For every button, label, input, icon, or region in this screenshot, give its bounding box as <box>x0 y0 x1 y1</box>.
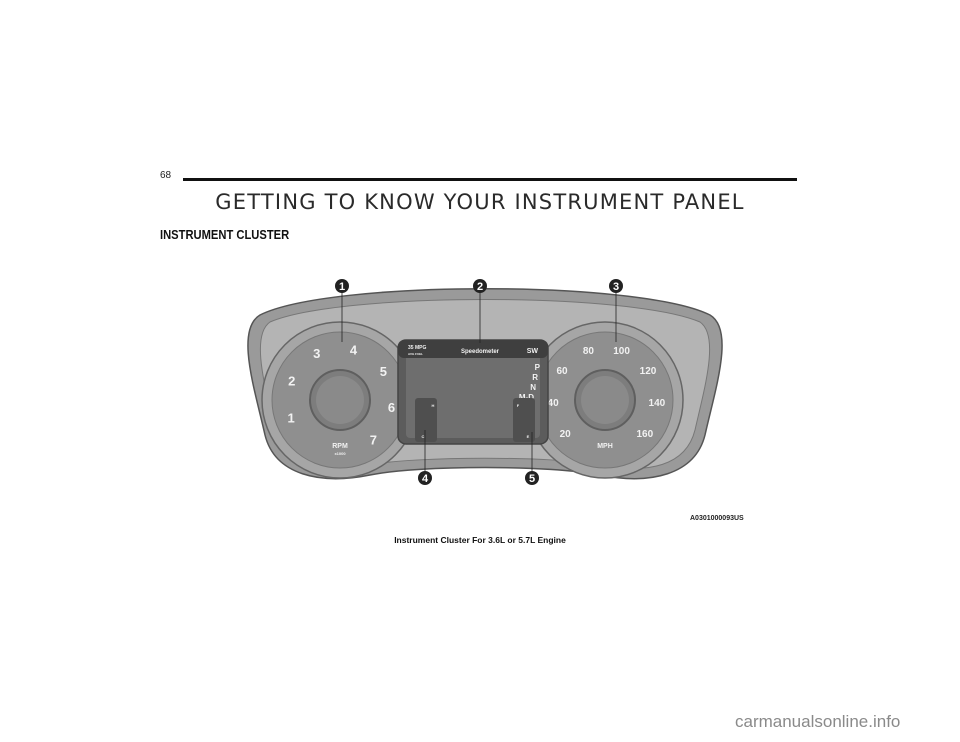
svg-text:3: 3 <box>613 281 619 293</box>
instrument-cluster-figure: 1 2 3 4 5 6 7 RPM x1000 20 40 60 80 100 120 140 160 M… <box>220 270 750 530</box>
fuel-gauge-full: F <box>517 403 520 408</box>
callout-1: 1 <box>335 279 349 293</box>
speedometer-tick-label: 20 <box>560 429 572 440</box>
speedometer-tick-label: 80 <box>583 346 595 357</box>
tachometer-tick-label: 4 <box>350 342 358 357</box>
callout-3: 3 <box>609 279 623 293</box>
display-title: Speedometer <box>461 349 500 355</box>
svg-text:1: 1 <box>339 281 345 293</box>
speedometer-tick-label: 120 <box>640 366 657 377</box>
temperature-gauge <box>415 398 437 442</box>
callout-2: 2 <box>473 279 487 293</box>
speedometer-tick-label: 40 <box>548 398 560 409</box>
tachometer-tick-label: 7 <box>370 432 377 447</box>
tachometer-sublabel: x1000 <box>334 451 346 456</box>
temperature-gauge-cold: C <box>422 434 425 439</box>
tachometer-tick-label: 6 <box>388 400 395 415</box>
gear-letter: N <box>530 383 536 392</box>
speedometer-tick-label: 60 <box>556 366 568 377</box>
tachometer: 1 2 3 4 5 6 7 RPM x1000 <box>261 321 419 479</box>
tachometer-tick-label: 1 <box>287 410 294 425</box>
tachometer-tick-label: 2 <box>288 373 295 388</box>
speedometer-tick-label: 140 <box>649 398 666 409</box>
svg-text:5: 5 <box>529 473 535 485</box>
tachometer-tick-label: 3 <box>313 346 320 361</box>
speedometer: 20 40 60 80 100 120 140 160 MPH <box>526 321 684 479</box>
tachometer-label: RPM <box>332 443 348 450</box>
display-fuel-economy: 35 MPG <box>408 345 426 351</box>
gear-letter: R <box>532 373 538 382</box>
figure-code: A0301000093US <box>690 515 744 522</box>
gear-letter: P <box>535 363 541 372</box>
speedometer-tick-label: 100 <box>613 346 630 357</box>
display-fuel-economy-sub: AVG FUEL <box>408 352 423 356</box>
section-title: INSTRUMENT CLUSTER <box>160 227 290 242</box>
temperature-gauge-high: H <box>432 403 435 408</box>
tachometer-tick-labels: 1 2 3 4 5 6 7 <box>287 342 395 447</box>
speedometer-label: MPH <box>597 443 613 450</box>
gear-letter: M-D <box>519 393 534 402</box>
svg-text:4: 4 <box>422 473 429 485</box>
speedometer-tick-label: 160 <box>636 429 653 440</box>
figure-caption: Instrument Cluster For 3.6L or 5.7L Engi… <box>394 535 566 545</box>
callout-5: 5 <box>525 471 539 485</box>
callout-leaders <box>341 292 617 472</box>
header-rule <box>183 178 797 181</box>
watermark: carmanualsonline.info <box>735 712 901 731</box>
fuel-gauge <box>513 398 535 442</box>
display-mode: SW <box>527 348 539 355</box>
speedometer-tick-labels: 20 40 60 80 100 120 140 160 <box>548 346 666 440</box>
fuel-gauge-empty: E <box>527 434 530 439</box>
chapter-title: GETTING TO KNOW YOUR INSTRUMENT PANEL <box>215 190 745 214</box>
page-number: 68 <box>160 170 172 181</box>
tachometer-tick-label: 5 <box>380 364 387 379</box>
callout-4: 4 <box>418 471 432 485</box>
instrument-cluster-illustration: 1 2 3 4 5 6 7 RPM x1000 20 40 60 80 100 120 140 160 M… <box>247 279 723 485</box>
svg-text:2: 2 <box>477 281 483 293</box>
